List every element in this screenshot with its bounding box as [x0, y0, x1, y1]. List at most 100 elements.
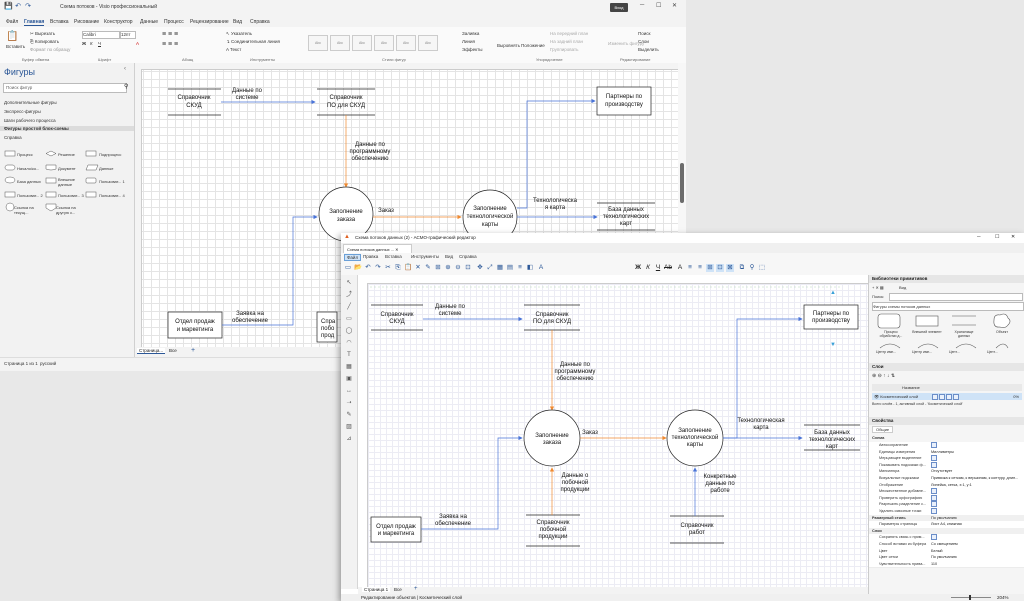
- search-icon[interactable]: ⚲: [124, 84, 129, 90]
- tab-process[interactable]: Процесс: [164, 19, 184, 25]
- pan-icon[interactable]: ✥: [477, 264, 483, 271]
- acmo-menu-view[interactable]: Вид: [445, 254, 454, 259]
- arc-tool-icon[interactable]: ◠: [346, 340, 352, 346]
- bring-front-button[interactable]: На передний план: [550, 31, 589, 36]
- close-icon[interactable]: ✕: [672, 3, 678, 9]
- property-value[interactable]: [931, 488, 1023, 495]
- fill-button[interactable]: Заливка: [462, 31, 480, 36]
- property-value[interactable]: Лист A4, книжная: [931, 521, 1023, 528]
- hatch-tool-icon[interactable]: ▨: [346, 424, 352, 430]
- acmo-menu-edit[interactable]: Правка: [363, 254, 379, 259]
- layer-row[interactable]: 👁 Косметический слой 0%: [872, 393, 1022, 400]
- property-checkbox[interactable]: [931, 442, 937, 448]
- tab-draw[interactable]: Рисование: [74, 19, 100, 25]
- rectangle-tool-icon[interactable]: ▭: [346, 316, 352, 322]
- format-brush-icon[interactable]: ✎: [425, 264, 431, 271]
- open-icon[interactable]: 📂: [354, 264, 363, 271]
- library-shape-center-1[interactable]: Центр имп...: [876, 350, 897, 354]
- undo-icon[interactable]: ↶: [15, 3, 21, 10]
- acmo-menu-tools[interactable]: Инструменты: [411, 254, 440, 259]
- connector-icon[interactable]: ⤢: [487, 264, 493, 271]
- connector-tool[interactable]: ↴ Соединительная линия: [226, 39, 280, 44]
- stencil-process[interactable]: Процесс: [17, 152, 33, 157]
- dimension-tool-icon[interactable]: ↔: [346, 388, 352, 394]
- property-checkbox[interactable]: [931, 494, 937, 501]
- property-checkbox[interactable]: [931, 461, 937, 468]
- property-checkbox[interactable]: [931, 508, 937, 514]
- property-value[interactable]: 110: [931, 561, 1023, 568]
- library-set-select[interactable]: Фигуры схемы потоков данных: [872, 302, 1024, 311]
- snap-points-icon[interactable]: ⊡: [716, 264, 724, 272]
- acmo-close-icon[interactable]: ✕: [1011, 234, 1016, 240]
- tab-help[interactable]: Справка: [250, 19, 270, 25]
- font-size-select[interactable]: 12пт: [120, 31, 136, 39]
- property-value[interactable]: [931, 461, 1023, 469]
- acmo-maximize-icon[interactable]: ☐: [995, 234, 1000, 240]
- library-shape-store[interactable]: Хранилище данных: [954, 330, 974, 338]
- property-value[interactable]: Отсутствует: [931, 468, 1023, 475]
- minimize-icon[interactable]: ─: [640, 2, 645, 8]
- measure-tool-icon[interactable]: ⊿: [346, 436, 352, 442]
- send-back-button[interactable]: На задний план: [550, 39, 584, 44]
- visio-vertical-scrollbar[interactable]: [678, 63, 686, 347]
- property-value[interactable]: Со смещением: [931, 541, 1023, 548]
- strike-button[interactable]: Ab: [664, 264, 672, 271]
- find-button[interactable]: Поиск: [638, 31, 651, 36]
- all-pages-tab[interactable]: Все: [169, 348, 177, 353]
- property-value[interactable]: По умолчанию: [931, 515, 1023, 522]
- stencil-database[interactable]: База данных: [17, 179, 41, 184]
- text-color-button[interactable]: A: [677, 264, 683, 271]
- shape-style-1[interactable]: Abc: [308, 35, 328, 51]
- visio-datastore-po-skud[interactable]: [317, 88, 375, 116]
- visio-flow-request[interactable]: [222, 214, 318, 326]
- stencil-decision[interactable]: Решение: [58, 152, 75, 157]
- flow-request[interactable]: [421, 435, 523, 530]
- property-value[interactable]: [931, 508, 1023, 515]
- signin-button[interactable]: Вход: [610, 3, 628, 12]
- property-value[interactable]: [931, 494, 1023, 502]
- paste-button[interactable]: Вставить: [6, 44, 26, 49]
- zoom-slider-thumb[interactable]: [969, 595, 971, 600]
- property-value[interactable]: [931, 442, 1023, 449]
- shape-style-2[interactable]: Abc: [330, 35, 350, 51]
- stencil-document[interactable]: Документ: [58, 166, 76, 171]
- save-icon[interactable]: 💾: [4, 3, 13, 10]
- pointer-tool[interactable]: ↖ Указатель: [226, 31, 253, 36]
- justify-text-icon[interactable]: ≡ ≡ ≡: [162, 41, 179, 48]
- italic-button[interactable]: К: [90, 41, 93, 46]
- entity-partners[interactable]: [803, 304, 859, 330]
- scroll-thumb[interactable]: [680, 163, 684, 203]
- datastore-techmap-db[interactable]: [804, 424, 860, 451]
- crop-icon[interactable]: ⬚: [758, 264, 766, 271]
- stencil-subprocess[interactable]: Подпроцесс: [99, 152, 122, 157]
- property-value[interactable]: Миллиметры: [931, 449, 1023, 456]
- align-center-icon[interactable]: ≡: [698, 264, 702, 271]
- property-checkbox[interactable]: [931, 534, 937, 541]
- stencil-custom-2[interactable]: Пользоват... 2: [17, 193, 43, 198]
- property-value[interactable]: [931, 501, 1023, 508]
- acmo-doc-tab[interactable]: Схема потоков данных ... ✕: [343, 244, 412, 254]
- redo-icon[interactable]: ↷: [375, 264, 381, 271]
- visio-datastore-techmap-db[interactable]: [597, 202, 655, 231]
- snap-contour-icon[interactable]: ⊠: [726, 264, 734, 272]
- collapse-pane-icon[interactable]: ‹: [124, 66, 126, 72]
- layers-icon[interactable]: ⧉: [739, 264, 745, 271]
- stencil-custom-4[interactable]: Пользоват... 4: [99, 193, 125, 198]
- tab-design[interactable]: Конструктор: [104, 19, 133, 25]
- acmo-menu-help[interactable]: Справка: [459, 254, 477, 259]
- undo-icon[interactable]: ↶: [365, 264, 371, 271]
- property-checkbox[interactable]: [931, 455, 937, 462]
- italic-button[interactable]: К: [646, 264, 650, 271]
- effects-button[interactable]: Эффекты: [462, 47, 483, 52]
- zoom-slider[interactable]: [951, 597, 991, 598]
- zoom-in-icon[interactable]: ⊕: [445, 264, 451, 271]
- property-value[interactable]: Линейка, сетка, х:1, у:1: [931, 482, 1023, 489]
- visio-entity-sales[interactable]: [167, 311, 223, 339]
- group-button[interactable]: Группировать: [550, 47, 579, 52]
- bold-button[interactable]: Ж: [82, 41, 87, 46]
- datastore-jobs[interactable]: [670, 515, 724, 544]
- layer-visible-icon[interactable]: 👁: [874, 394, 880, 399]
- line-button[interactable]: Линия: [462, 39, 475, 44]
- change-shape-button[interactable]: Изменить фигуру: [608, 41, 645, 46]
